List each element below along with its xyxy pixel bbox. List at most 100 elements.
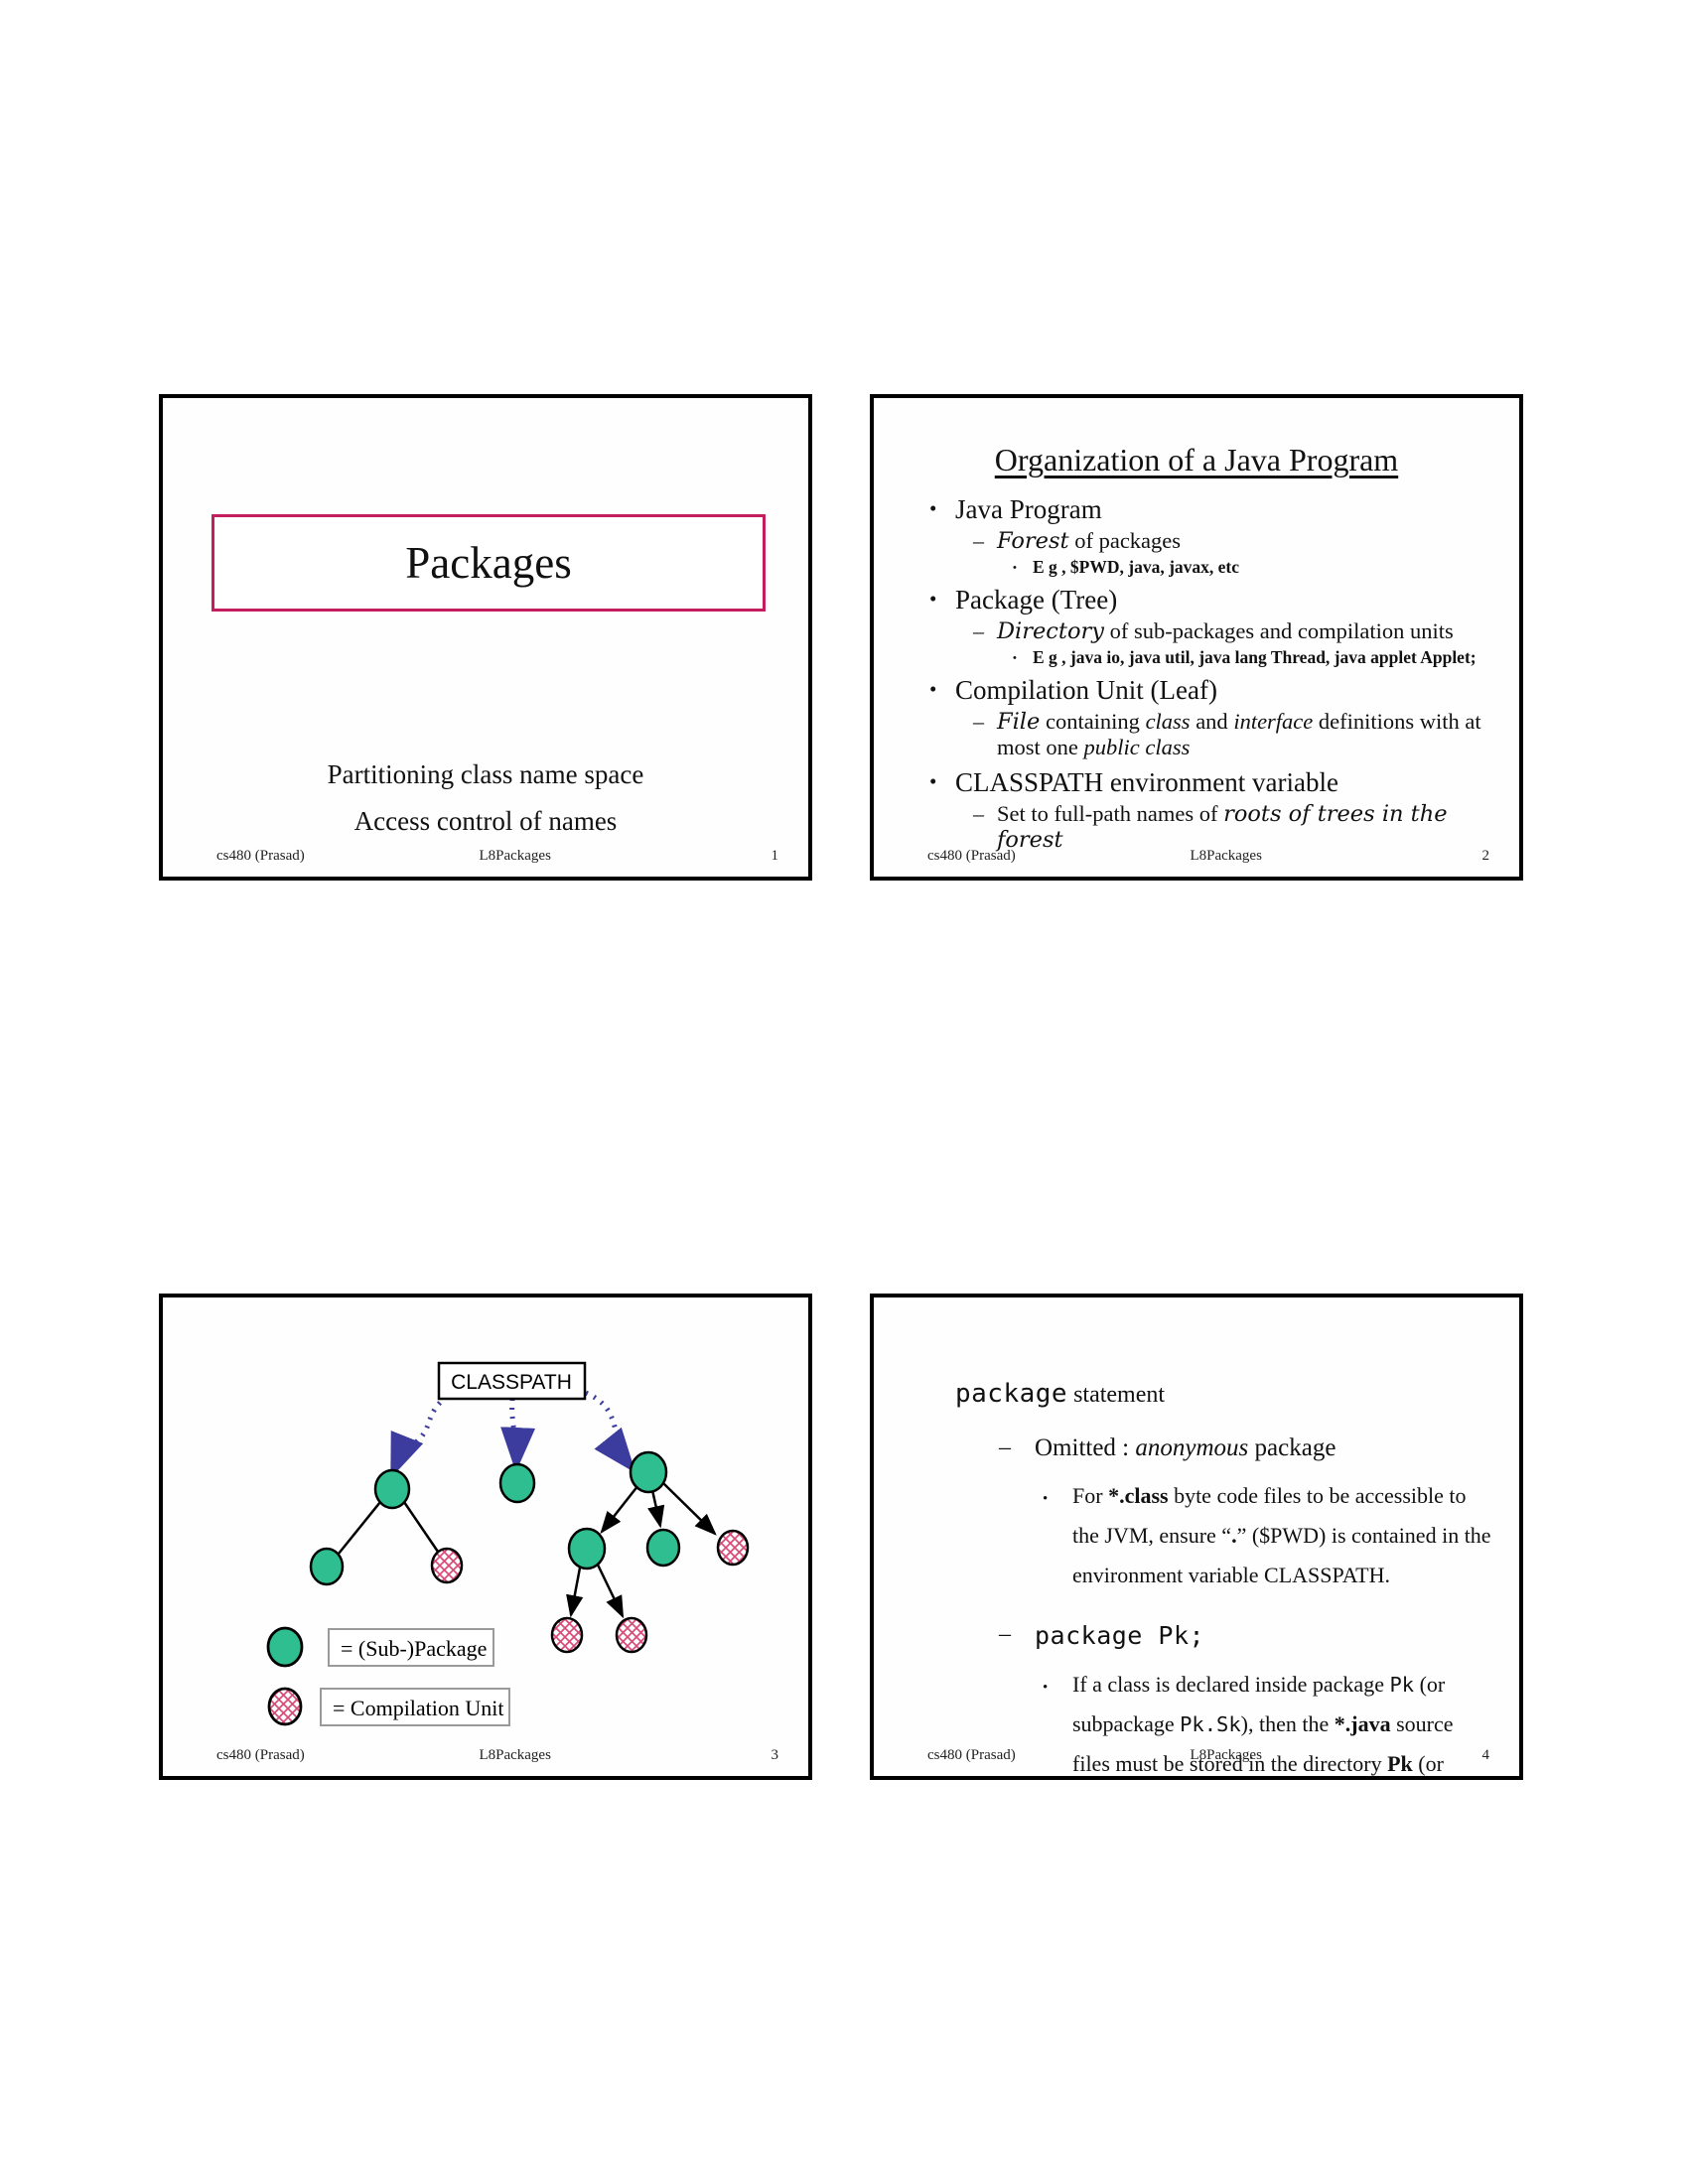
footer-course: cs480 (Prasad) [927,1747,1016,1763]
footer-deck: L8Packages [1190,1747,1262,1763]
bullet-marker: • [1013,562,1017,574]
slide-1-title-slide: Packages Partitioning class name space A… [159,394,812,881]
footer-course: cs480 (Prasad) [216,848,305,864]
legend-compilation-unit-icon [267,1687,303,1726]
line-text: If a class is declared inside package Pk… [1072,1672,1454,1776]
text-line: –Set to full-path names of roots of tree… [973,801,1489,853]
legend-package-label: = (Sub-)Package [341,1636,487,1661]
line-text: Set to full-path names of roots of trees… [997,801,1448,853]
bullet-list: •Java Program–Forest of packages•E g , $… [929,494,1503,853]
tree-edge [647,1489,665,1529]
text-line: • CLASSPATH environment variable [929,767,1503,798]
bullet-marker: – [973,618,984,643]
footer-deck: L8Packages [479,1747,551,1763]
package-node [629,1450,668,1494]
bullet-marker: • [929,496,937,520]
text-line: • Java Program [929,494,1503,525]
text-line: package statement [955,1379,1519,1409]
text-line: • Package (Tree) [929,585,1503,615]
slide-footer: cs480 (Prasad) L8Packages 3 [216,1747,778,1764]
footer-page-number: 2 [1481,848,1490,864]
compilation-unit-node [615,1616,648,1654]
text-line: –File containing class and interface def… [973,709,1489,760]
package-node [309,1547,345,1586]
package-node [645,1528,681,1568]
bullet-marker: • [929,677,937,701]
text-line: –Directory of sub-packages and compilati… [973,618,1489,644]
tree-edge [662,1482,717,1536]
bullet-marker: • [929,587,937,611]
classpath-label: CLASSPATH [451,1371,572,1394]
line-text: For *.class byte code files to be access… [1072,1483,1491,1587]
bullet-marker: • [1043,1680,1049,1696]
footer-page-number: 3 [771,1747,779,1763]
line-text: E g , java io, java util, java lang Thre… [1033,647,1477,667]
legend-compilation-box [320,1688,510,1726]
legend-package-icon [266,1626,304,1668]
package-node [498,1462,536,1504]
slide-2-organization: Organization of a Java Program • Java Pro… [870,394,1523,881]
footer-page-number: 1 [771,848,779,864]
package-node [373,1468,411,1510]
bullet-marker: • [929,769,937,793]
slide-heading: Organization of a Java Program [994,442,1399,478]
deck-title: Packages [405,538,572,588]
line-text: package Pk; [1035,1621,1205,1650]
bullet-marker: – [973,528,984,553]
line-text: Forest of packages [997,528,1182,554]
bullet-marker: • [1013,652,1017,664]
line-text: Directory of sub-packages and compilatio… [997,618,1454,644]
classpath-link [584,1390,636,1473]
text-line: –package Pk; [999,1621,1519,1651]
footer-deck: L8Packages [479,848,551,864]
tree-edge [600,1484,639,1534]
line-text: package statement [955,1379,1166,1409]
subtitle-line: Access control of names [353,806,618,836]
line-text: CLASSPATH environment variable [955,767,1338,797]
text-line: • E g , $PWD, java, javax, etc [1013,557,1503,578]
line-text: Package (Tree) [955,585,1118,614]
classpath-link [390,1395,449,1479]
compilation-unit-node [550,1616,584,1654]
compilation-unit-node [716,1529,750,1567]
text-line: • Compilation Unit (Leaf) [929,675,1503,706]
text-line: –Forest of packages [973,528,1489,554]
text-line: • For *.class byte code files to be acces… [1043,1476,1491,1595]
text-line: –Omitted : anonymous package [999,1434,1519,1462]
tree-edge [402,1501,440,1553]
compilation-unit-node [430,1547,464,1584]
tree-edge [566,1562,584,1618]
text-line: • If a class is declared inside package P… [1043,1665,1491,1776]
bullet-marker: – [973,709,984,734]
slide-footer: cs480 (Prasad) L8Packages 2 [927,848,1489,865]
slide-title-box: Packages [211,514,766,612]
legend-compilation-label: = Compilation Unit [333,1696,504,1720]
footer-deck: L8Packages [1190,848,1262,864]
line-text: Java Program [955,494,1102,524]
footer-course: cs480 (Prasad) [927,848,1016,864]
footer-course: cs480 (Prasad) [216,1747,305,1763]
subtitle-line: Partitioning class name space [327,759,644,789]
bullet-marker: – [973,801,984,826]
slide-4-package-statement: package statement–Omitted : anonymous pa… [870,1294,1523,1780]
bullet-marker: • [1043,1491,1049,1507]
text-line: • E g , java io, java util, java lang Thr… [1013,647,1503,668]
slide-3-classpath-diagram: CLASSPATH = (Sub-)Package = Compilation … [159,1294,812,1780]
tree-edge [594,1560,625,1619]
classpath-forest-diagram: CLASSPATH = (Sub-)Package = Compilation … [266,1361,750,1726]
package-node [567,1527,607,1570]
text-block: package statement–Omitted : anonymous pa… [874,1297,1519,1776]
slide-footer: cs480 (Prasad) L8Packages 4 [927,1747,1489,1764]
slide-footer: cs480 (Prasad) L8Packages 1 [216,848,778,865]
legend-package-box [328,1628,494,1667]
line-text: Omitted : anonymous package [1035,1434,1336,1461]
classpath-link [500,1398,536,1472]
line-text: Compilation Unit (Leaf) [955,675,1217,705]
footer-page-number: 4 [1481,1747,1490,1763]
subtitle-block: Partitioning class name space Access con… [163,751,808,845]
bullet-marker: – [999,1434,1011,1460]
line-text: E g , $PWD, java, javax, etc [1033,557,1240,577]
bullet-marker: – [999,1621,1011,1647]
line-text: File containing class and interface defi… [997,709,1481,759]
